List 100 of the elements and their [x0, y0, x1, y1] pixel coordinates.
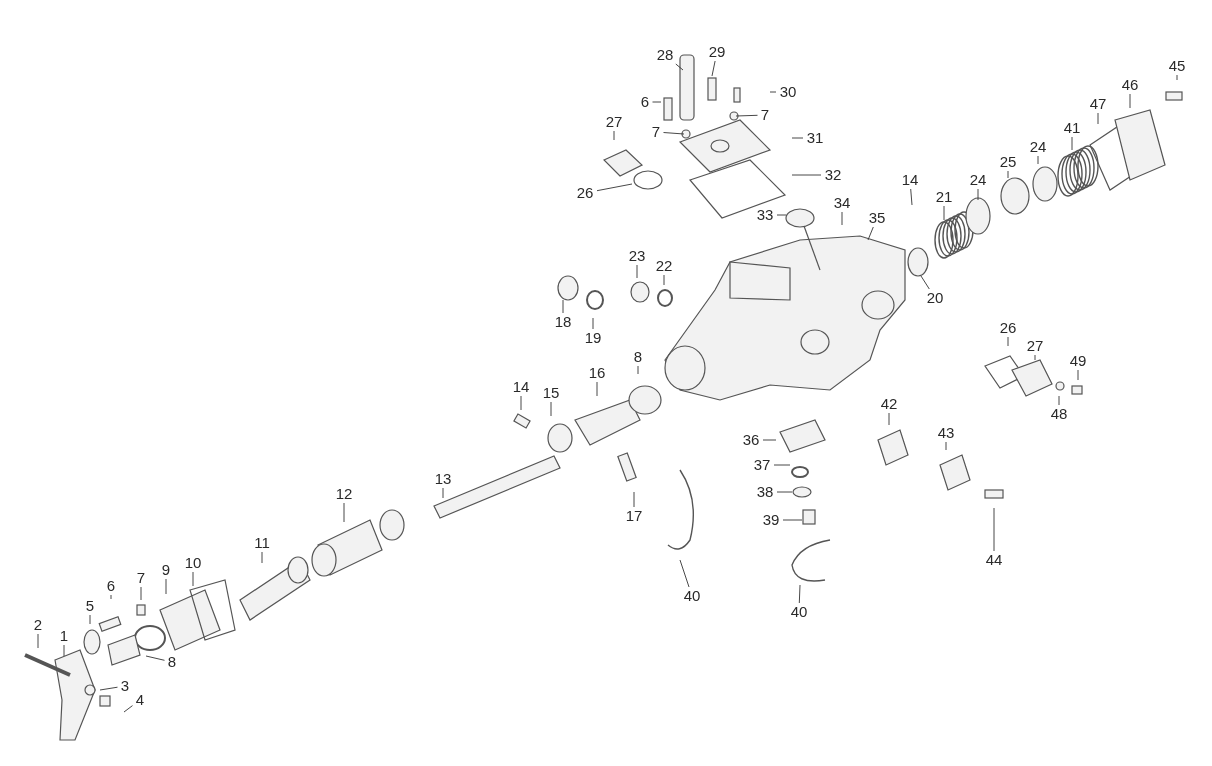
leader-line [773, 464, 791, 466]
callout-number: 19 [583, 330, 603, 346]
leader-line [888, 412, 890, 426]
callout-number: 24 [1028, 139, 1048, 155]
leader-line [679, 559, 690, 588]
leader-line [663, 274, 665, 286]
leader-line [652, 101, 662, 103]
callout-number: 16 [587, 365, 607, 381]
callout-number: 7 [650, 124, 662, 140]
callout-number: 8 [166, 654, 178, 670]
leader-line [776, 491, 793, 493]
leader-line [596, 381, 598, 397]
leader-line [637, 365, 639, 375]
callout-number: 40 [682, 588, 702, 604]
callout-number: 23 [627, 248, 647, 264]
callout-number: 9 [160, 562, 172, 578]
callout-number: 18 [553, 314, 573, 330]
leader-line [140, 586, 142, 601]
leader-line [145, 655, 165, 661]
leader-line [943, 205, 945, 221]
leader-line [636, 264, 638, 279]
callout-number: 7 [135, 570, 147, 586]
leader-line [782, 519, 803, 521]
leader-line [1007, 336, 1009, 347]
callout-number: 22 [654, 258, 674, 274]
leader-line [663, 132, 685, 135]
callout-number: 44 [984, 552, 1004, 568]
callout-number: 30 [778, 84, 798, 100]
leader-line [762, 439, 777, 441]
leader-line [1176, 74, 1178, 81]
callout-number: 35 [867, 210, 887, 226]
callout-number: 11 [253, 535, 271, 551]
leader-line [1034, 354, 1036, 361]
callout-number: 12 [334, 486, 354, 502]
callout-number: 27 [604, 114, 624, 130]
leader-line [165, 578, 167, 595]
callout-number: 48 [1049, 406, 1069, 422]
leader-line [776, 214, 787, 216]
leader-line [791, 174, 822, 176]
leader-line [442, 487, 444, 499]
callout-number: 38 [755, 484, 775, 500]
leader-line [867, 226, 874, 241]
callout-number: 29 [707, 44, 727, 60]
callout-number: 6 [639, 94, 651, 110]
leader-line [37, 633, 39, 649]
leader-line [1129, 93, 1131, 109]
leader-line [562, 299, 564, 314]
callout-number: 46 [1120, 77, 1140, 93]
callout-number: 42 [879, 396, 899, 412]
leader-line [1058, 395, 1060, 406]
callout-number: 36 [741, 432, 761, 448]
leader-line [192, 571, 194, 587]
callout-number: 20 [925, 290, 945, 306]
leader-line [1071, 136, 1073, 151]
callout-number: 27 [1025, 338, 1045, 354]
callout-number: 32 [823, 167, 843, 183]
leader-line [920, 275, 930, 290]
leader-line [993, 507, 995, 552]
leader-line [89, 614, 91, 625]
leader-line [791, 137, 804, 139]
leader-line [343, 502, 345, 523]
leader-line [977, 188, 979, 201]
callout-number: 34 [832, 195, 852, 211]
leader-line [769, 91, 777, 93]
callout-number: 37 [752, 457, 772, 473]
callout-number: 41 [1062, 120, 1082, 136]
callout-number: 43 [936, 425, 956, 441]
callout-number: 1 [58, 628, 70, 644]
callout-number: 2 [32, 617, 44, 633]
leader-line [613, 130, 615, 141]
leader-line [633, 491, 635, 508]
callout-number: 47 [1088, 96, 1108, 112]
callout-number: 28 [655, 47, 675, 63]
leader-line [798, 584, 801, 604]
leader-line [735, 114, 758, 117]
callout-number: 49 [1068, 353, 1088, 369]
leader-line [261, 551, 263, 564]
leader-line [123, 705, 133, 713]
leader-line [110, 594, 112, 600]
callout-number: 10 [183, 555, 203, 571]
leader-line [711, 60, 716, 77]
callout-number: 4 [134, 692, 146, 708]
leader-line [1097, 112, 1099, 125]
leader-line [1077, 369, 1079, 381]
leader-line [99, 686, 118, 691]
callout-number: 13 [433, 471, 453, 487]
leader-line [596, 183, 633, 192]
callout-number: 26 [998, 320, 1018, 336]
leader-line [910, 188, 913, 206]
callout-number: 6 [105, 578, 117, 594]
callout-number: 8 [632, 349, 644, 365]
callout-number: 5 [84, 598, 96, 614]
callout-number: 31 [805, 130, 825, 146]
leader-line [841, 211, 843, 226]
leader-line [550, 401, 552, 417]
leader-line [1007, 170, 1009, 179]
callout-number: 14 [511, 379, 531, 395]
callout-number: 21 [934, 189, 954, 205]
callout-number: 3 [119, 678, 131, 694]
callout-number: 15 [541, 385, 561, 401]
